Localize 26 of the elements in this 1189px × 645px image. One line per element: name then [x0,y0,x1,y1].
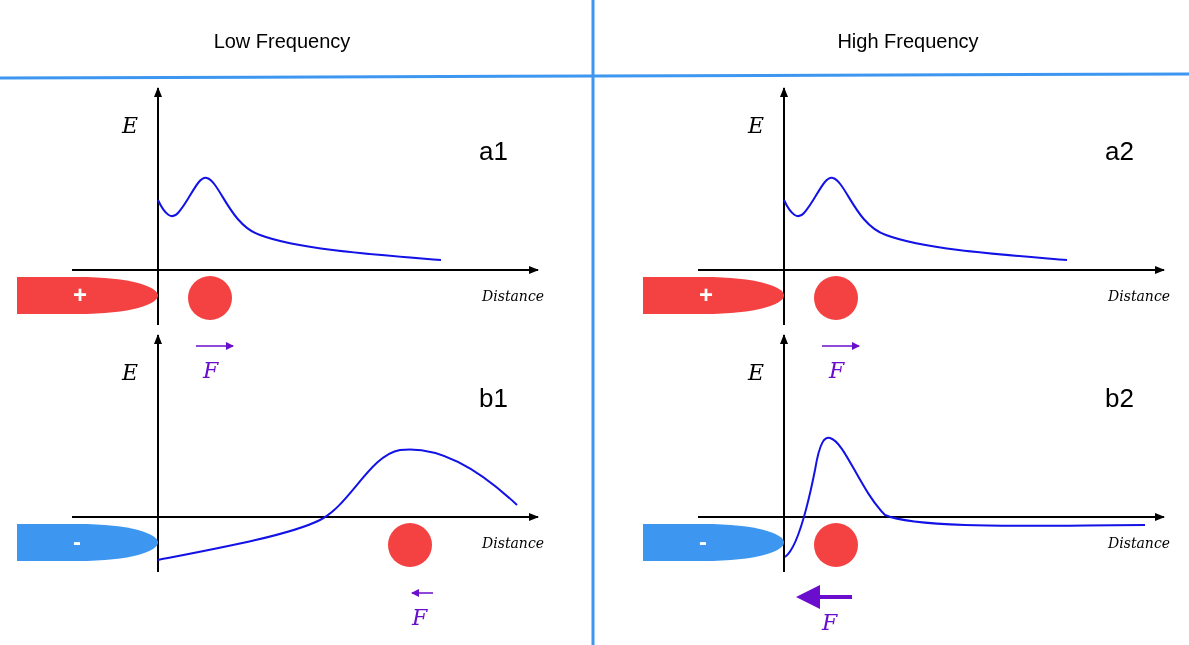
electrode-tip [643,524,785,561]
axis-label: E [748,362,765,384]
force-label: F [822,612,838,634]
charge-sign: + [73,283,87,307]
panel-label: a2 [1105,138,1134,164]
panel-label: a1 [479,138,508,164]
charge-sign: + [699,283,713,307]
axis-label: E [748,115,765,137]
force-label: F [829,360,845,382]
panel-label: b2 [1105,385,1134,411]
axis-label: Distance [482,289,544,303]
force-label: F [412,607,428,629]
electrode-tip [17,277,159,314]
column-heading: High Frequency [837,31,979,51]
charge-sign: - [699,530,707,554]
axis-label: E [122,115,139,137]
axis-label: Distance [1108,289,1170,303]
force-label: F [203,360,219,382]
electrode-tip [643,277,785,314]
electrode-tip [17,524,159,561]
axis-label: Distance [1108,536,1170,550]
axis-label: E [122,362,139,384]
axis-label: Distance [482,536,544,550]
column-heading: Low Frequency [213,31,351,51]
charge-sign: - [73,530,81,554]
panel-label: b1 [479,385,508,411]
